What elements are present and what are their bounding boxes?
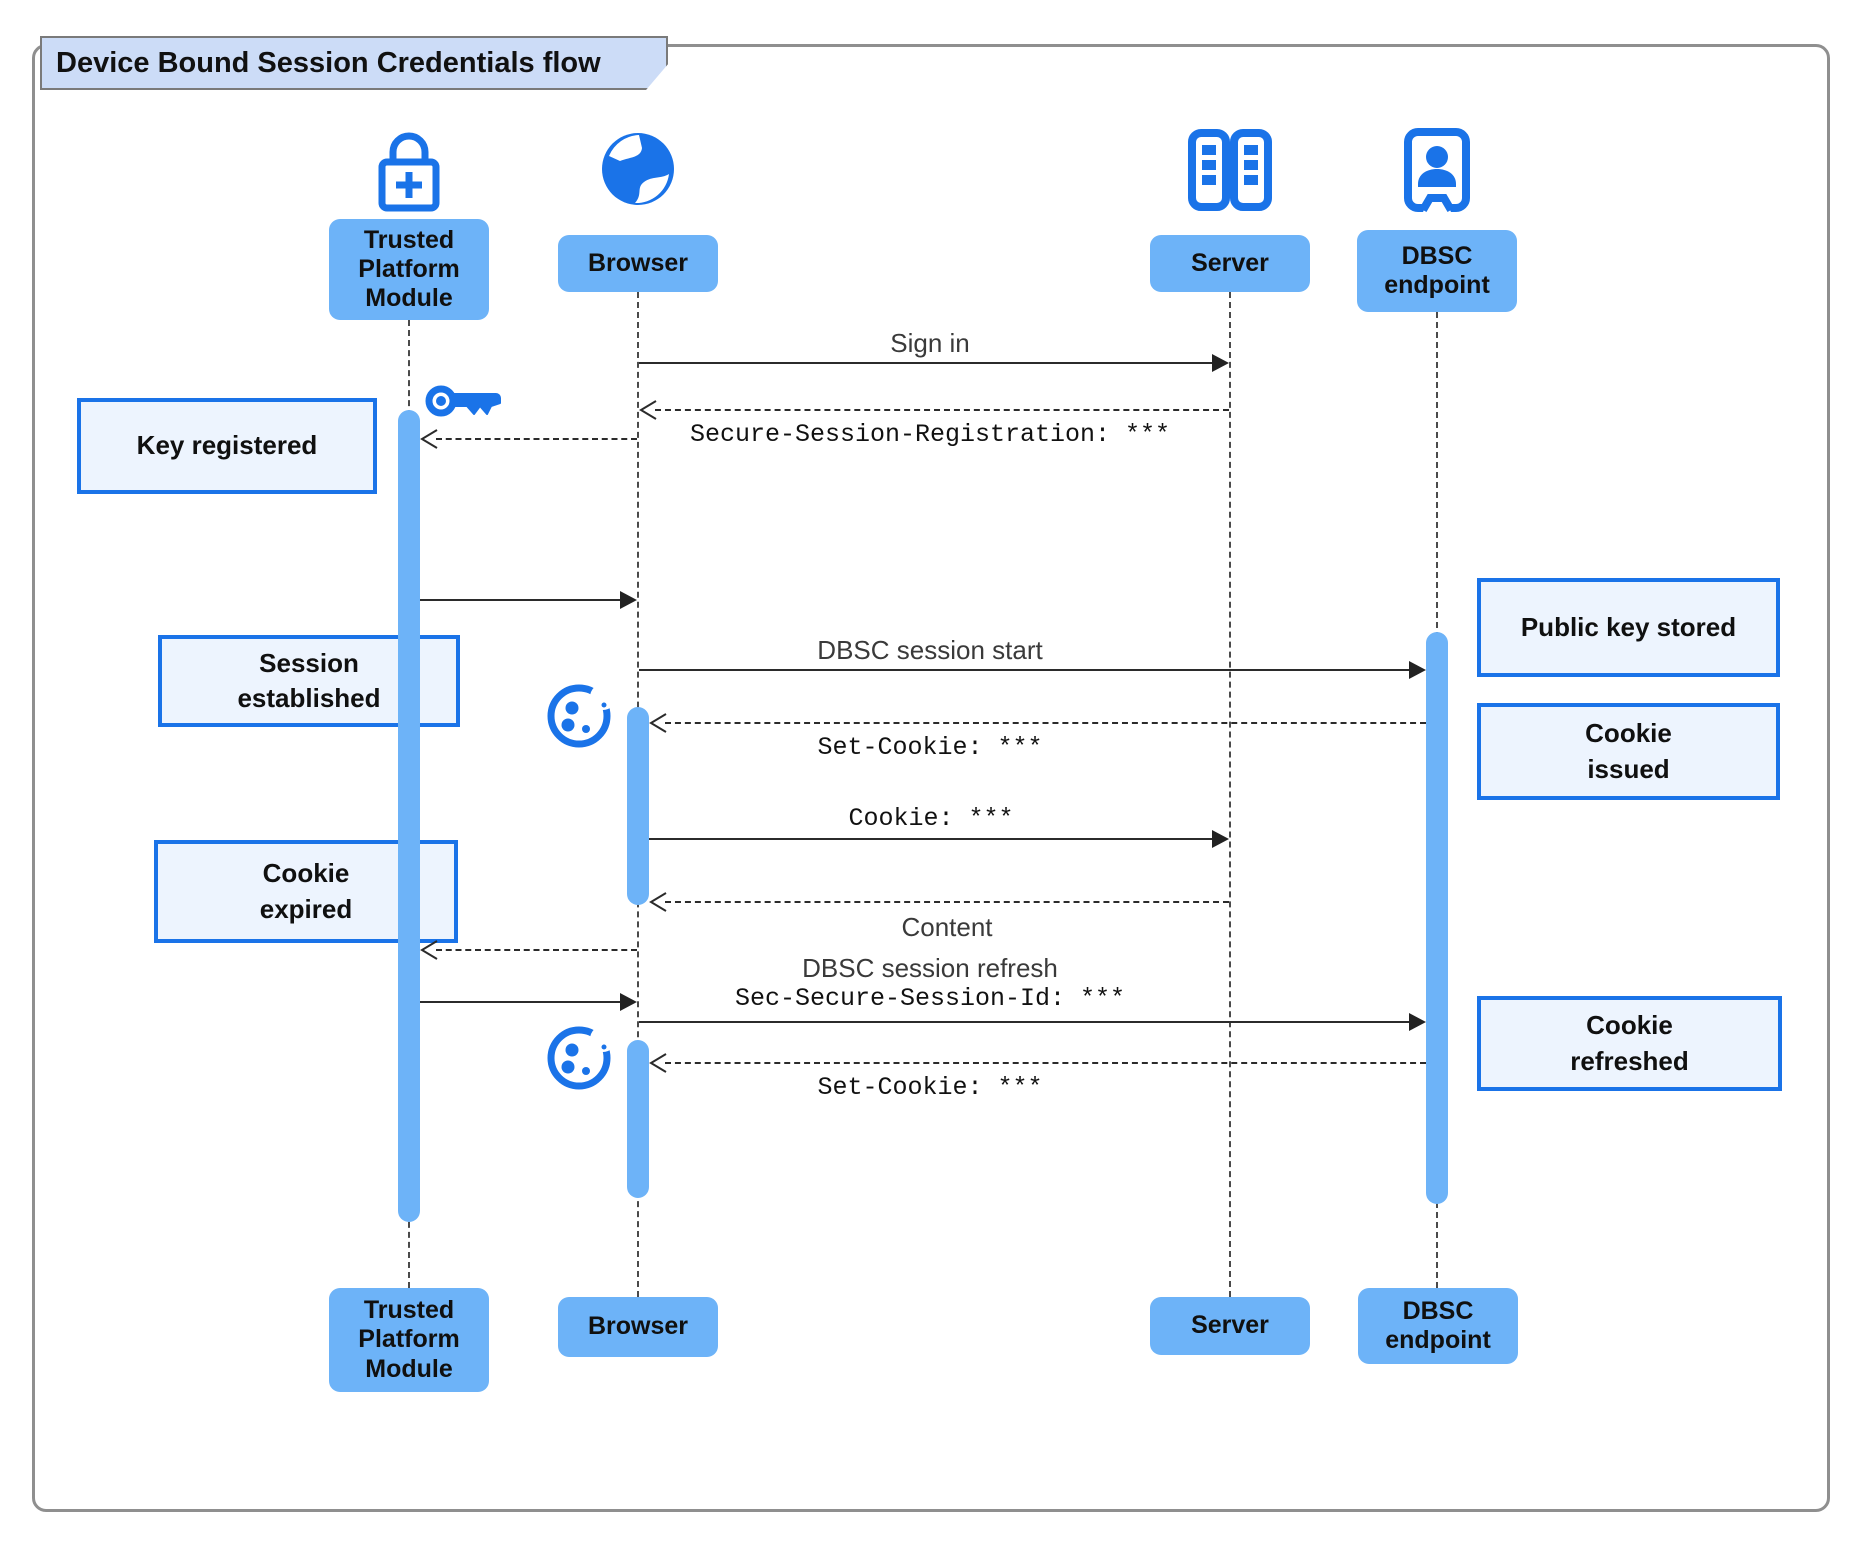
message-label-content: Content — [901, 912, 993, 942]
note-key-registered: Key registered — [77, 398, 377, 494]
participant-bottom-tpm: Trusted Platform Module — [329, 1288, 489, 1392]
note-public-key-stored: Public key stored — [1477, 578, 1780, 677]
message-label-sec-secure-session-id: Sec-Secure-Session-Id: *** — [734, 984, 1126, 1013]
arrow-dbsc-session-refresh — [639, 1021, 1410, 1023]
participant-top-dbsc: DBSC endpoint — [1357, 230, 1517, 312]
activation-browser-1 — [627, 707, 649, 905]
cookie-icon — [547, 684, 613, 748]
note-session-established: Session established — [158, 635, 460, 727]
message-label-cookie: Cookie: *** — [848, 804, 1014, 833]
message-label-set-cookie-2: Set-Cookie: *** — [817, 1073, 1043, 1102]
arrowhead-icon — [1409, 1013, 1426, 1031]
open-arrowhead-icon — [420, 429, 438, 449]
participant-bottom-browser: Browser — [558, 1297, 718, 1357]
arrow-content — [665, 901, 1229, 903]
arrow-cookie — [649, 838, 1213, 840]
arrow-sign-in — [639, 362, 1213, 364]
arrowhead-icon — [620, 591, 637, 609]
arrowhead-icon — [1409, 661, 1426, 679]
open-arrowhead-icon — [649, 713, 667, 733]
arrow-browser-to-tpm-2 — [436, 949, 637, 951]
arrow-dbsc-session-start — [639, 669, 1410, 671]
lock-plus-icon — [378, 132, 440, 212]
arrow-set-cookie-2 — [665, 1062, 1426, 1064]
message-label-set-cookie-1: Set-Cookie: *** — [817, 733, 1043, 762]
note-cookie-issued: Cookie issued — [1477, 703, 1780, 800]
arrowhead-icon — [1212, 354, 1229, 372]
lifeline-server — [1229, 292, 1231, 1297]
participant-top-tpm: Trusted Platform Module — [329, 219, 489, 320]
note-cookie-refreshed: Cookie refreshed — [1477, 996, 1782, 1091]
diagram-title: Device Bound Session Credentials flow — [40, 36, 668, 90]
key-icon — [425, 385, 501, 417]
globe-icon — [602, 133, 674, 205]
person-door-icon — [1404, 128, 1470, 213]
participant-top-browser: Browser — [558, 235, 718, 292]
participant-top-server: Server — [1150, 235, 1310, 292]
open-arrowhead-icon — [649, 1053, 667, 1073]
arrowhead-icon — [620, 993, 637, 1011]
activation-dbsc — [1426, 632, 1448, 1204]
arrow-set-cookie-1 — [665, 722, 1426, 724]
arrow-tpm-to-browser-1 — [420, 599, 621, 601]
arrow-secure-session-registration — [655, 409, 1229, 411]
message-label-dbsc-session-start: DBSC session start — [817, 635, 1043, 665]
open-arrowhead-icon — [420, 940, 438, 960]
activation-browser-2 — [627, 1040, 649, 1198]
cookie-icon — [547, 1026, 613, 1090]
participant-bottom-dbsc: DBSC endpoint — [1358, 1288, 1518, 1364]
open-arrowhead-icon — [639, 400, 657, 420]
server-rack-icon — [1188, 129, 1272, 211]
message-label-dbsc-session-refresh: DBSC session refresh — [802, 953, 1058, 983]
participant-bottom-server: Server — [1150, 1297, 1310, 1355]
message-label-secure-session-registration: Secure-Session-Registration: *** — [689, 420, 1171, 449]
message-label-sign-in: Sign in — [890, 328, 970, 358]
activation-tpm — [398, 410, 420, 1222]
arrowhead-icon — [1212, 830, 1229, 848]
arrow-browser-to-tpm-1 — [436, 438, 637, 440]
open-arrowhead-icon — [649, 892, 667, 912]
arrow-tpm-to-browser-2 — [420, 1001, 621, 1003]
